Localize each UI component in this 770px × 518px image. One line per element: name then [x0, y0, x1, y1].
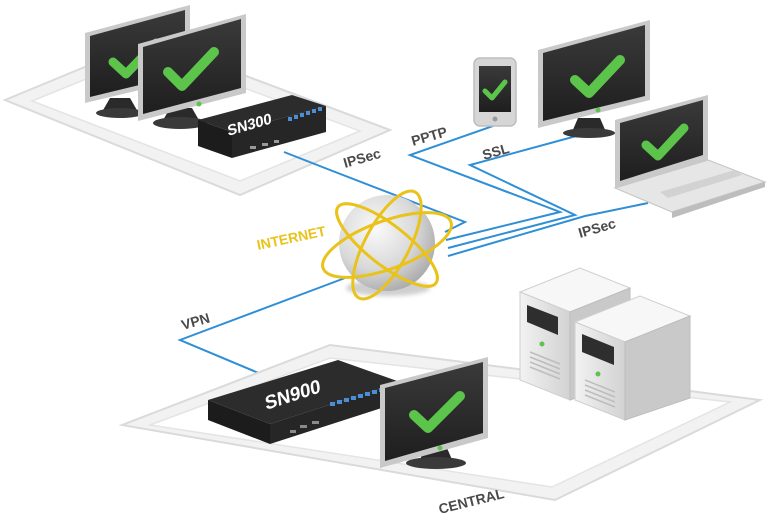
- central-appliance: SN900: [208, 360, 400, 444]
- ipsec-label-laptop: IPSec: [576, 215, 617, 241]
- branch-appliance: SN300: [198, 95, 326, 158]
- ssl-link: [447, 134, 581, 249]
- vpn-label: VPN: [179, 310, 211, 333]
- globe-icon: [321, 189, 453, 301]
- checkmark-icon: [409, 391, 465, 433]
- pptp-label: PPTP: [409, 123, 449, 148]
- checkmark-icon: [570, 55, 625, 98]
- monitor-icon: [380, 357, 488, 469]
- checkmark-icon: [163, 47, 219, 91]
- monitor-icon: [538, 20, 650, 138]
- ipsec-link-laptop: [447, 202, 649, 257]
- laptop-icon: [613, 95, 767, 218]
- internet-label: INTERNET: [255, 223, 327, 253]
- central-label: CENTRAL: [437, 485, 506, 517]
- checkmark-icon: [641, 123, 689, 161]
- server-icon: [573, 295, 692, 421]
- monitor-icon: [138, 14, 246, 129]
- tablet-icon: [473, 57, 517, 127]
- pptp-link: [407, 125, 564, 241]
- vpn-link: [177, 277, 346, 383]
- ssl-label: SSL: [480, 140, 511, 163]
- checkmark-icon: [482, 79, 508, 101]
